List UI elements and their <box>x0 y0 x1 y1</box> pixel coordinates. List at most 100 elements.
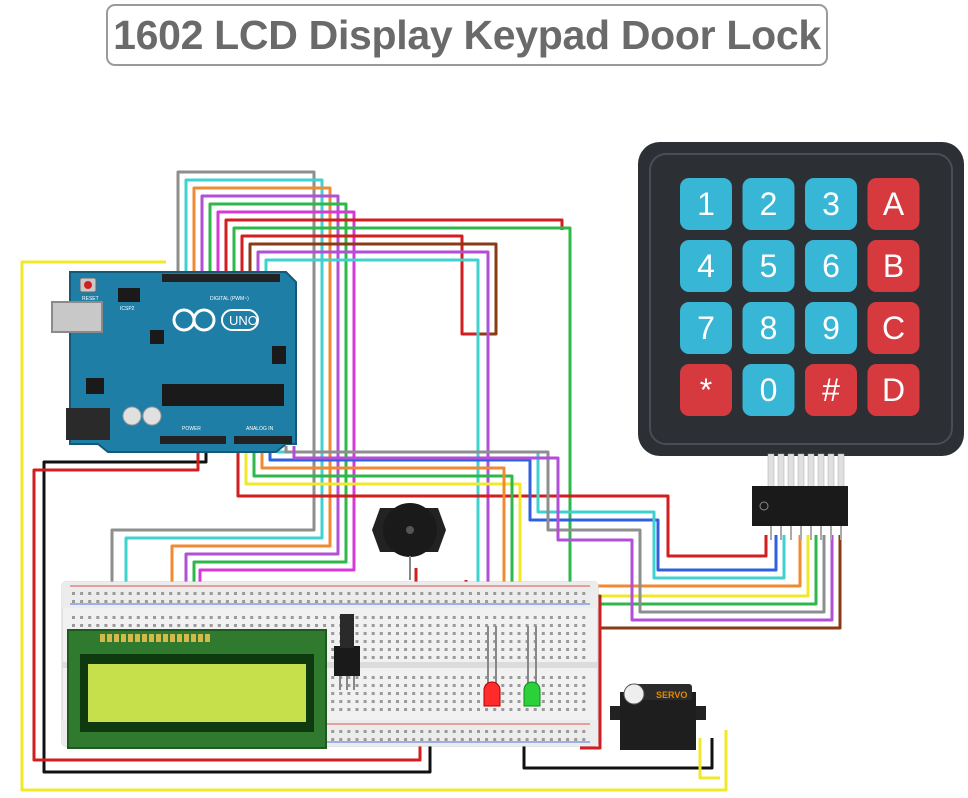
bb-hole <box>468 730 472 733</box>
key-c[interactable]: C <box>867 302 920 354</box>
key-8[interactable]: 8 <box>742 302 795 354</box>
bb-hole <box>331 692 335 695</box>
key-b-face <box>867 240 920 292</box>
bb-hole <box>436 600 440 603</box>
bb-hole <box>509 676 513 679</box>
analog-header <box>234 436 292 444</box>
key-7[interactable]: 7 <box>680 302 732 354</box>
bb-hole <box>242 600 246 603</box>
bb-hole <box>493 730 497 733</box>
bb-hole <box>355 624 359 627</box>
bb-hole <box>387 592 391 595</box>
key-3[interactable]: 3 <box>805 178 857 230</box>
key-d[interactable]: D <box>867 364 920 416</box>
keypad-ribbon <box>767 453 845 489</box>
bb-hole <box>477 730 480 733</box>
bb-hole <box>379 730 383 733</box>
key-a[interactable]: A <box>867 178 920 230</box>
bb-hole <box>412 632 416 635</box>
key-5[interactable]: 5 <box>742 240 795 292</box>
bb-hole <box>396 616 399 619</box>
bb-hole <box>201 624 205 627</box>
bb-hole <box>331 676 335 679</box>
bb-hole <box>436 676 440 679</box>
key-8-face <box>742 302 795 354</box>
bb-hole <box>493 592 497 595</box>
key-hash[interactable]: # <box>805 364 857 416</box>
bb-hole <box>509 656 513 659</box>
bb-hole <box>371 624 375 627</box>
bb-hole <box>436 648 440 651</box>
bb-hole <box>193 624 197 627</box>
bb-hole <box>420 600 424 603</box>
bb-hole <box>306 624 310 627</box>
key-star-label: * <box>700 372 712 408</box>
bb-hole <box>80 600 84 603</box>
key-2[interactable]: 2 <box>742 178 795 230</box>
bb-hole <box>566 656 570 659</box>
key-d-face <box>867 364 920 416</box>
bb-hole <box>371 592 375 595</box>
servo: SERVO <box>610 683 706 750</box>
bb-hole <box>509 624 513 627</box>
bb-hole <box>363 624 367 627</box>
bb-hole <box>363 616 367 619</box>
bb-hole <box>153 592 156 595</box>
bb-hole <box>339 738 343 741</box>
bb-hole <box>485 624 489 627</box>
ribbon-strip <box>767 453 775 489</box>
bb-hole <box>574 656 578 659</box>
bb-hole <box>549 692 553 695</box>
bb-hole <box>460 616 464 619</box>
bb-hole <box>501 738 505 741</box>
bb-hole <box>128 624 132 627</box>
key-8-label: 8 <box>760 310 778 346</box>
key-4[interactable]: 4 <box>680 240 732 292</box>
bb-hole <box>477 676 480 679</box>
bb-hole <box>460 640 464 643</box>
bb-hole <box>420 676 424 679</box>
bb-hole <box>412 700 416 703</box>
bb-hole <box>566 624 570 627</box>
logo-right-ring <box>192 308 216 332</box>
bb-hole <box>582 708 586 711</box>
bb-hole <box>379 600 383 603</box>
capacitor-left <box>122 406 142 426</box>
bb-hole <box>582 700 586 703</box>
bb-hole <box>444 632 448 635</box>
bb-hole <box>347 692 351 695</box>
key-0[interactable]: 0 <box>742 364 795 416</box>
bb-hole <box>258 600 262 603</box>
bb-hole <box>566 616 570 619</box>
bb-hole <box>436 708 440 711</box>
bb-hole <box>412 600 416 603</box>
lcd-pin-header <box>100 634 210 642</box>
bb-hole <box>274 592 278 595</box>
key-9[interactable]: 9 <box>805 302 857 354</box>
bb-hole <box>298 624 302 627</box>
bb-hole <box>363 684 367 687</box>
bb-hole <box>387 730 391 733</box>
bb-hole <box>363 648 367 651</box>
bb-hole <box>525 600 529 603</box>
key-b[interactable]: B <box>867 240 920 292</box>
key-6[interactable]: 6 <box>805 240 857 292</box>
bb-hole <box>250 616 254 619</box>
bb-hole <box>428 700 432 703</box>
wire-red-buzzer <box>224 218 564 278</box>
bb-hole <box>493 738 497 741</box>
bb-hole <box>558 684 561 687</box>
bb-hole <box>412 708 416 711</box>
bb-hole <box>501 640 505 643</box>
bb-hole <box>225 600 229 603</box>
bb-hole <box>549 676 553 679</box>
bb-hole <box>331 616 335 619</box>
bb-hole <box>347 684 351 687</box>
key-star[interactable]: * <box>680 364 732 416</box>
bb-hole <box>444 708 448 711</box>
wire-purple-keypad <box>256 250 490 600</box>
potentiometer <box>334 614 360 690</box>
key-1[interactable]: 1 <box>680 178 732 230</box>
bb-hole <box>323 592 327 595</box>
bb-hole <box>242 592 246 595</box>
